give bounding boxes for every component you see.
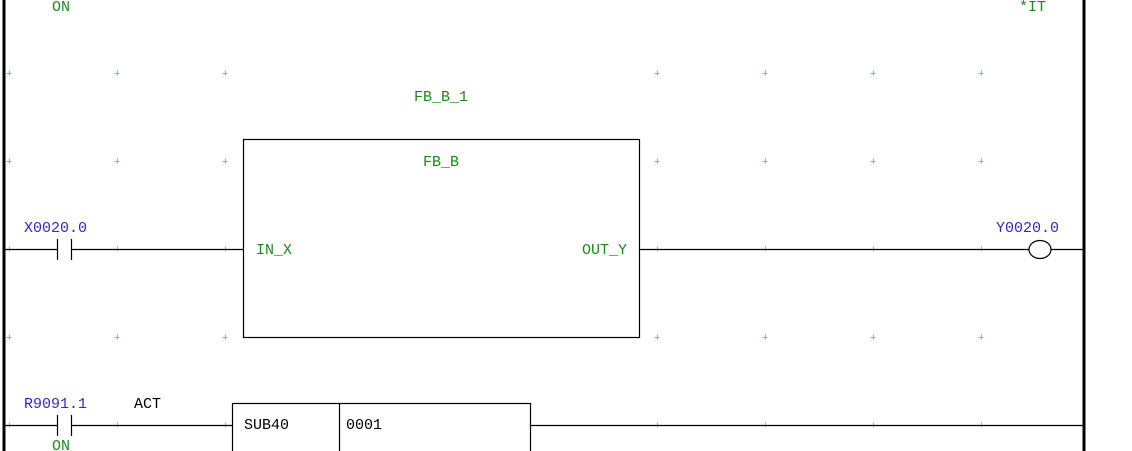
sub-function-box[interactable]	[231, 402, 532, 451]
contact-comment: ON	[52, 438, 70, 451]
grid-cross	[114, 70, 120, 76]
contact-address: X0020.0	[24, 220, 87, 237]
grid-cross	[978, 158, 984, 164]
grid-cross	[222, 158, 228, 164]
coil-address: Y0020.0	[996, 220, 1059, 237]
coil-icon	[1028, 239, 1052, 260]
grid-cross	[870, 334, 876, 340]
grid-cross	[222, 334, 228, 340]
grid-cross	[6, 334, 12, 340]
fb-input-pin: IN_X	[256, 242, 292, 259]
contact-address: R9091.1	[24, 396, 87, 413]
function-block[interactable]: FB_B IN_X OUT_Y	[242, 138, 641, 339]
top-right-comment: *IT	[1019, 0, 1046, 16]
fb-instance-name[interactable]: FB_B_1	[414, 89, 468, 106]
coil-y0020-0[interactable]: Y0020.0	[996, 220, 1059, 260]
fb-type-label: FB_B	[423, 154, 459, 171]
top-left-comment: ON	[52, 0, 70, 16]
grid-cross	[870, 70, 876, 76]
sub-function-block[interactable]: SUB40 0001	[231, 402, 532, 451]
sub-function-name: SUB40	[244, 417, 289, 434]
grid-cross	[762, 334, 768, 340]
grid-cross	[762, 158, 768, 164]
fb-output-pin: OUT_Y	[582, 242, 627, 259]
function-block-box[interactable]	[242, 138, 641, 339]
grid-cross	[870, 158, 876, 164]
contact-r9091-1[interactable]: R9091.1 ON	[24, 396, 87, 451]
grid-cross	[654, 334, 660, 340]
act-label: ACT	[134, 396, 161, 413]
grid-cross	[114, 334, 120, 340]
grid-cross	[114, 158, 120, 164]
grid-cross	[6, 70, 12, 76]
grid-cross	[978, 334, 984, 340]
sub-function-parameter: 0001	[346, 417, 382, 434]
grid-cross	[978, 70, 984, 76]
grid-cross	[762, 70, 768, 76]
grid-cross	[6, 158, 12, 164]
grid-cross	[222, 70, 228, 76]
grid-cross	[654, 158, 660, 164]
contact-x0020-0[interactable]: X0020.0	[24, 220, 87, 260]
grid-cross	[654, 70, 660, 76]
